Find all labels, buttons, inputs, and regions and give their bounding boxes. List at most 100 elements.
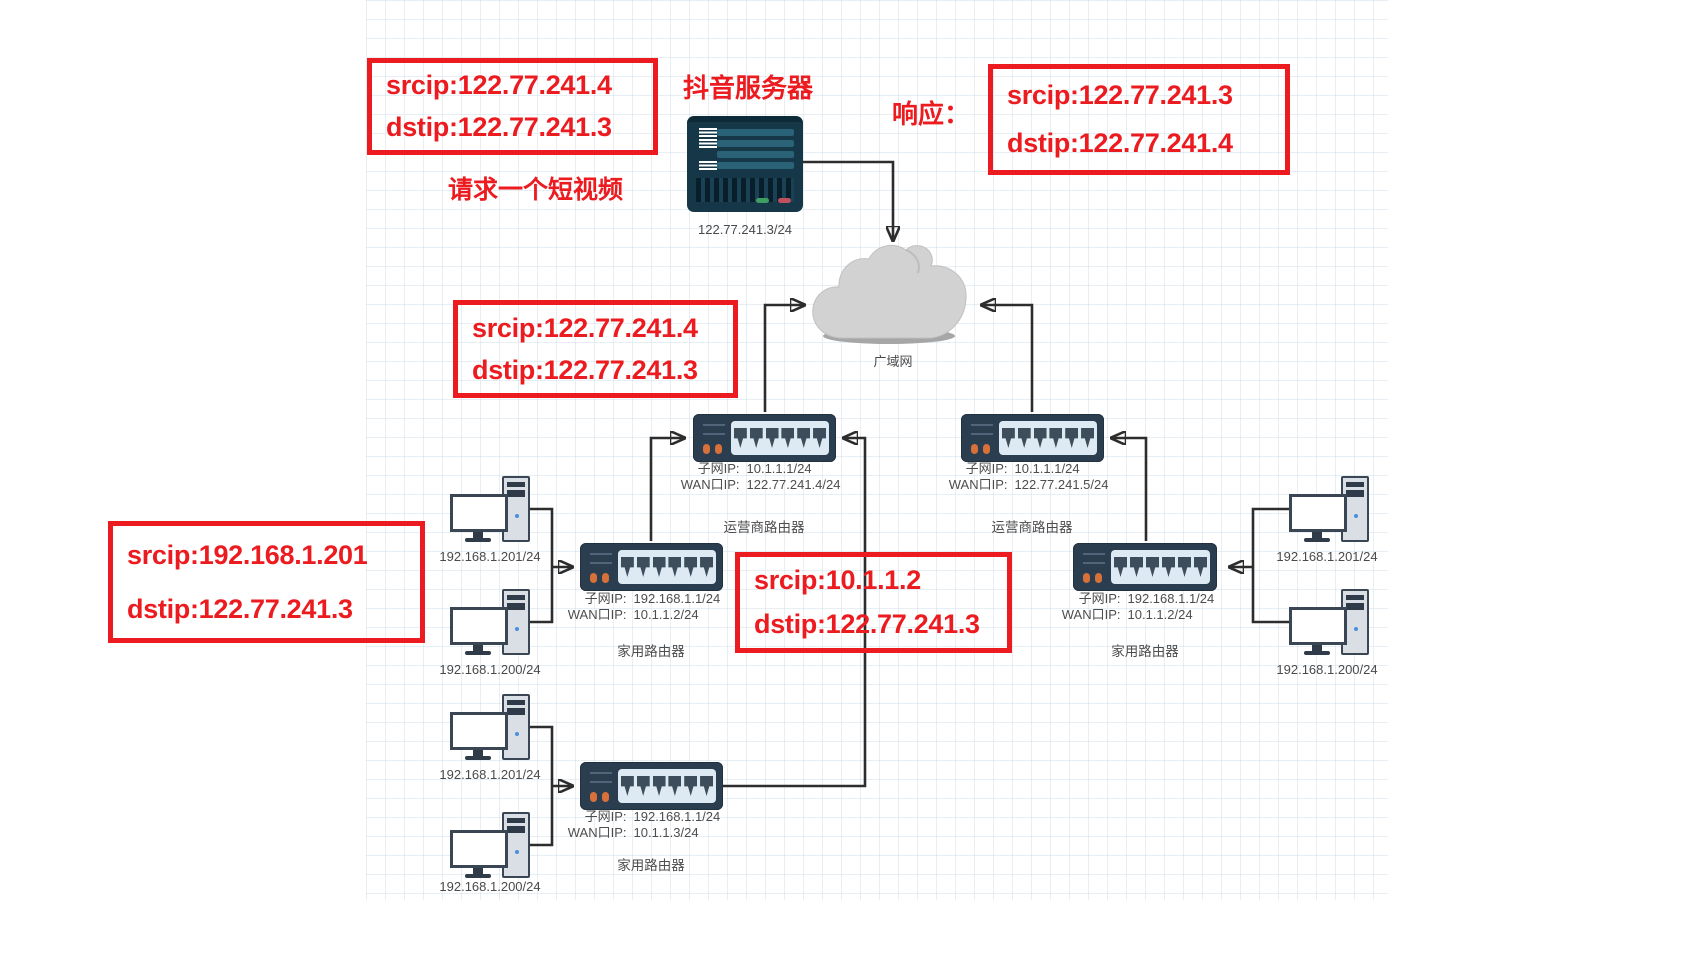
home-router-1-labels: 子网IP:192.168.1.1/24 WAN口IP:10.1.1.2/24 <box>556 591 746 622</box>
pc-monitor-icon <box>1289 494 1347 532</box>
router-vent-lines-icon <box>590 772 612 783</box>
subnet-key: 子网IP: <box>584 591 627 606</box>
pc-ip-label: 192.168.1.200/24 <box>439 879 541 894</box>
douyin-server-icon <box>687 116 803 212</box>
wan-dstip-text: dstip:122.77.241.3 <box>472 354 698 385</box>
router-ports-icon <box>999 421 1097 455</box>
wire-home2-to-isp2 <box>1112 438 1148 541</box>
router-ports-icon <box>731 421 829 455</box>
isp-router-2-name: 运营商路由器 <box>991 520 1073 535</box>
router-vent-lines-icon <box>971 424 993 435</box>
server-drive-bars <box>699 128 794 173</box>
home-router-2-icon <box>1073 543 1217 591</box>
wan-key: WAN口IP: <box>948 476 1008 492</box>
router-ports-icon <box>1111 550 1210 584</box>
wire-pc-group2-bus <box>528 725 554 847</box>
pc-ip-label: 192.168.1.200/24 <box>1276 662 1378 677</box>
isp-router-1-icon <box>693 414 836 462</box>
wan-value: 10.1.1.2/24 <box>1127 606 1193 622</box>
wan-packet-box: srcip:122.77.241.4 dstip:122.77.241.3 <box>453 300 738 398</box>
server-vents <box>696 178 794 202</box>
home-router-1-icon <box>580 543 723 591</box>
request-caption: 请求一个短视频 <box>447 176 623 204</box>
router-ports-icon <box>618 550 716 584</box>
pc-icon <box>450 476 530 546</box>
pc-base-icon <box>465 651 491 655</box>
response-packet-box: srcip:122.77.241.3 dstip:122.77.241.4 <box>988 64 1290 175</box>
wan-value: 122.77.241.4/24 <box>746 476 841 492</box>
pc-stand-icon <box>473 645 483 651</box>
pc-base-icon <box>465 874 491 878</box>
wan-srcip-text: srcip:122.77.241.4 <box>472 312 698 343</box>
home-router-3-icon <box>580 762 723 810</box>
subnet-key: 子网IP: <box>697 461 740 476</box>
isp-router-1-name: 运营商路由器 <box>723 520 805 535</box>
pc-monitor-icon <box>450 607 508 645</box>
home-router-3-labels: 子网IP: 192.168.1.1/24 WAN口IP: 10.1.1.3/24 <box>556 809 746 840</box>
server-bar <box>699 161 794 170</box>
pc-base-icon <box>465 538 491 542</box>
pc-monitor-icon <box>450 494 508 532</box>
wire-isp2-to-cloud <box>982 305 1034 412</box>
wire-isp1-to-cloud <box>763 305 804 412</box>
wire-server-to-cloud <box>803 160 893 240</box>
server-bar <box>699 139 794 148</box>
pc-icon <box>1289 476 1369 546</box>
pc-ip-label: 192.168.1.201/24 <box>439 549 541 564</box>
subnet-key: 子网IP: <box>965 461 1008 476</box>
subnet-key: 子网IP: <box>1078 591 1121 606</box>
nat-packet-box: srcip:10.1.1.2 dstip:122.77.241.3 <box>735 552 1012 653</box>
pc-icon <box>450 812 530 882</box>
pc-monitor-icon <box>1289 607 1347 645</box>
wan-key: WAN口IP: <box>567 606 627 622</box>
server-title: 抖音服务器 <box>682 73 813 103</box>
pc-icon <box>1289 589 1369 659</box>
request-packet-box: srcip:122.77.241.4 dstip:122.77.241.3 <box>367 58 658 155</box>
pc-base-icon <box>465 756 491 760</box>
subnet-value: 192.168.1.1/24 <box>633 591 721 606</box>
router-led-dots-icon <box>703 441 727 459</box>
response-dstip-text: dstip:122.77.241.4 <box>1007 128 1233 159</box>
wire-home3-to-isp1 <box>723 438 867 788</box>
router-led-dots-icon <box>971 441 995 459</box>
pc-stand-icon <box>1312 532 1322 538</box>
wan-key: WAN口IP: <box>1061 606 1121 622</box>
pc-ip-label: 192.168.1.201/24 <box>1276 549 1378 564</box>
pc-monitor-icon <box>450 712 508 750</box>
home-router-2-name: 家用路由器 <box>1111 644 1179 659</box>
subnet-value: 192.168.1.1/24 <box>1127 591 1215 606</box>
isp-router-2-icon <box>961 414 1104 462</box>
cloud-shape <box>812 244 967 344</box>
server-led-lights <box>747 190 791 208</box>
lan-packet-box: srcip:192.168.1.201 dstip:122.77.241.3 <box>108 521 425 643</box>
nat-srcip-text: srcip:10.1.1.2 <box>754 565 921 596</box>
pc-stand-icon <box>473 750 483 756</box>
wan-value: 10.1.1.3/24 <box>633 824 699 840</box>
pc-stand-icon <box>1312 645 1322 651</box>
response-label: 响应： <box>891 99 970 129</box>
pc-ip-label: 192.168.1.200/24 <box>439 662 541 677</box>
subnet-key: 子网IP: <box>584 809 627 824</box>
router-led-dots-icon <box>590 789 614 807</box>
lan-srcip-text: srcip:192.168.1.201 <box>127 539 368 570</box>
subnet-value: 192.168.1.1/24 <box>633 809 721 824</box>
wire-pc-group3-bus <box>1251 507 1289 624</box>
wan-cloud-icon <box>805 240 975 357</box>
router-ports-icon <box>618 769 716 803</box>
cloud-label: 广域网 <box>873 354 913 369</box>
wan-key: WAN口IP: <box>680 476 740 492</box>
wan-key: WAN口IP: <box>567 824 627 840</box>
pc-stand-icon <box>473 532 483 538</box>
subnet-value: 10.1.1.1/24 <box>1014 461 1080 476</box>
nat-dstip-text: dstip:122.77.241.3 <box>754 608 980 639</box>
router-vent-lines-icon <box>703 424 725 435</box>
subnet-value: 10.1.1.1/24 <box>746 461 812 476</box>
wan-value: 122.77.241.5/24 <box>1014 476 1109 492</box>
server-ip-label: 122.77.241.3/24 <box>698 222 792 237</box>
home-router-1-name: 家用路由器 <box>617 644 685 659</box>
isp-router-1-labels: 子网IP: 10.1.1.1/24 WAN口IP: 122.77.241.4/24 <box>669 461 859 492</box>
red-led-icon <box>778 198 791 203</box>
wire-pc-group1-bus <box>528 507 554 624</box>
